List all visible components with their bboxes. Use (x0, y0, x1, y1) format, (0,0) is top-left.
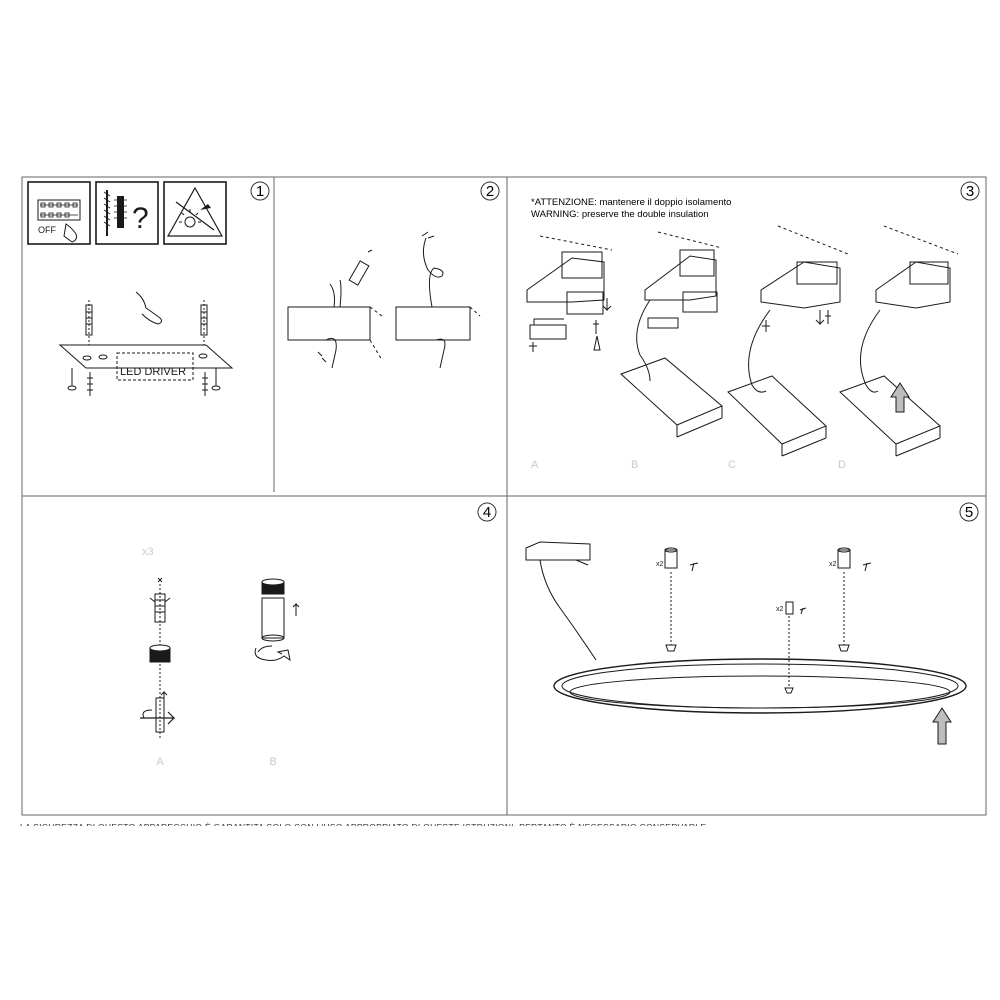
screw-count-right: x2 (829, 561, 837, 568)
substep-3a (526, 235, 613, 352)
substep-4a (140, 577, 176, 740)
ring-luminaire (553, 658, 967, 714)
led-driver-label: LED DRIVER (120, 366, 186, 378)
step-2-drawing (287, 231, 481, 369)
step-1-icons: OFF ? (27, 181, 227, 245)
driver-cable (539, 559, 597, 661)
substep-3d (839, 225, 959, 457)
panel-frame (21, 176, 987, 816)
svg-text:4: 4 (483, 504, 491, 521)
wall-plug-right (200, 300, 208, 345)
up-arrow-icon (890, 382, 910, 413)
substep-3c (727, 225, 849, 457)
step-5-number: 5 (959, 502, 979, 522)
svg-text:3: 3 (966, 183, 974, 200)
substep-label-c: C (728, 459, 736, 471)
svg-text:1: 1 (256, 183, 264, 200)
step-1-number: 1 (250, 181, 270, 201)
step-3-drawing (526, 225, 959, 457)
power-off-switch-icon: OFF (27, 181, 91, 245)
substep-label-4a: A (156, 756, 164, 768)
step-5-drawing: x2 x2 x2 (525, 541, 967, 745)
step-4-drawing: x3 (140, 546, 300, 740)
svg-text:OFF: OFF (38, 225, 56, 235)
screw-count-left: x2 (656, 561, 664, 568)
step-2-number: 2 (480, 181, 500, 201)
substep-label-b: B (631, 459, 638, 471)
screw-icon (114, 196, 127, 228)
substep-label-a: A (531, 459, 539, 471)
svg-text:LA SICUREZZA DI QUESTO APPAREC: LA SICUREZZA DI QUESTO APPARECCHIO È GAR… (20, 822, 706, 832)
screw-count-center: x2 (776, 606, 784, 613)
wall-plug-left (85, 300, 93, 345)
step-1-ceiling-plate: LED DRIVER (58, 291, 234, 396)
connector-icon (348, 249, 373, 286)
footer-notice: LA SICUREZZA DI QUESTO APPARECCHIO È GAR… (20, 822, 706, 832)
substep-label-4b: B (269, 756, 276, 768)
step-3-substep-labels: A B C D (531, 459, 846, 471)
ceiling-box-right (395, 231, 481, 369)
svg-text:2: 2 (486, 183, 494, 200)
led-driver-box (525, 541, 591, 566)
tools-icon: ? (95, 181, 159, 245)
no-hot-surface-icon (163, 181, 227, 245)
mount-point-right (837, 547, 872, 652)
step-3-number: 3 (960, 181, 980, 201)
svg-text:*ATTENZIONE: mantenere il dopp: *ATTENZIONE: mantenere il doppio isolame… (531, 197, 731, 208)
screw-right (202, 368, 221, 396)
step-3-warning: *ATTENZIONE: mantenere il doppio isolame… (531, 197, 731, 220)
question-icon: ? (132, 202, 149, 235)
substep-4b (254, 578, 300, 662)
step-4-number: 4 (477, 502, 497, 522)
drill-icon (103, 190, 111, 236)
ceiling-box-left (287, 249, 383, 369)
svg-text:5: 5 (965, 504, 973, 521)
substep-label-d: D (838, 459, 846, 471)
knurled-nut (149, 644, 171, 663)
svg-text:WARNING: preserve the double i: WARNING: preserve the double insulation (531, 209, 709, 220)
screw-left (67, 368, 93, 396)
mount-point-center (784, 601, 807, 694)
mount-point-left (664, 547, 699, 652)
step-4-substep-labels: A B (156, 756, 276, 768)
substep-3b (620, 231, 723, 438)
quantity-label: x3 (142, 546, 154, 558)
up-arrow-icon (932, 707, 952, 745)
mains-cable (135, 291, 163, 325)
